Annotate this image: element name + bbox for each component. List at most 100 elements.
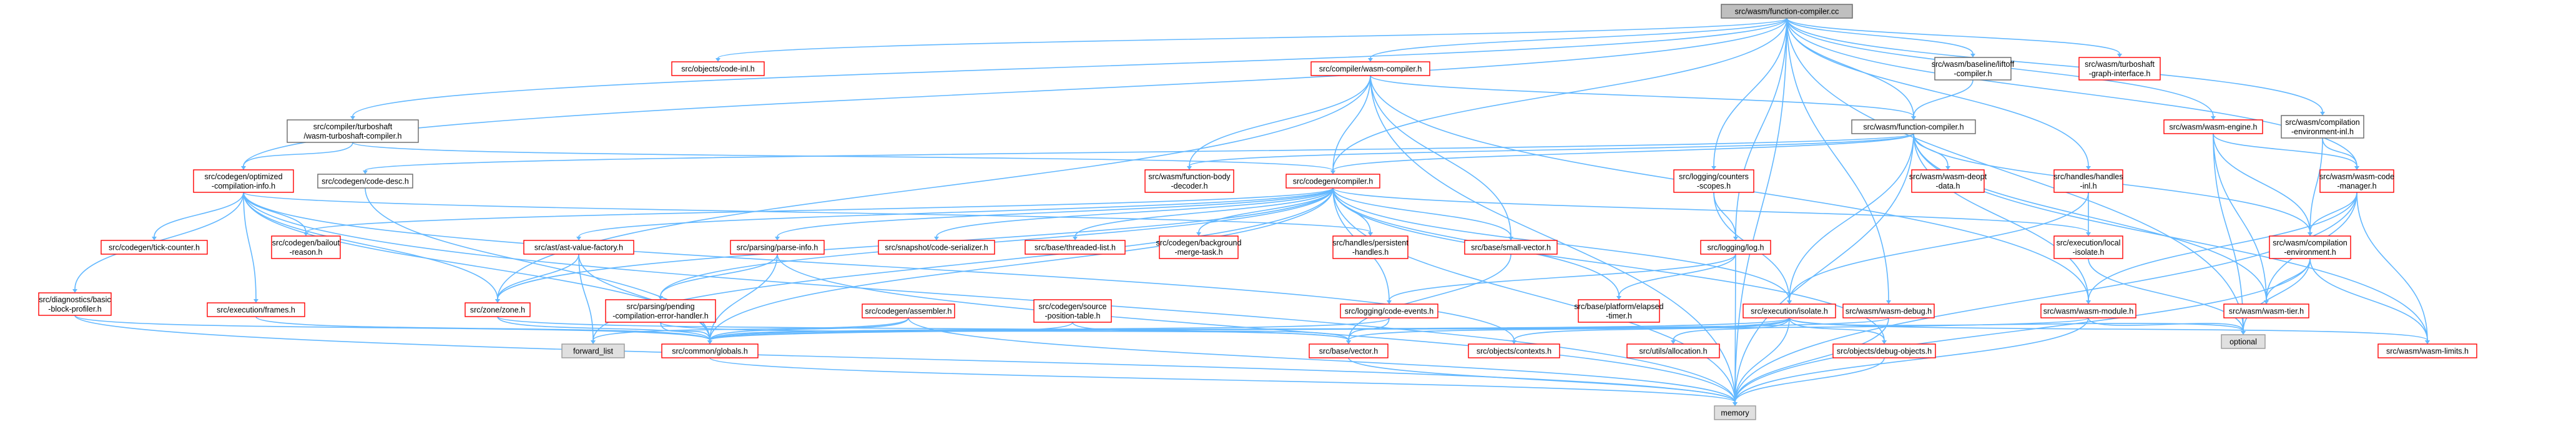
- edge-wasm-compilation-env-to-memory: [1734, 258, 2311, 403]
- node-src-wasm-wasm-limits-h[interactable]: src/wasm/wasm-limits.h: [2377, 343, 2477, 358]
- node-label: src/base/vector.h: [1319, 347, 1379, 355]
- node-src-logging-log-h[interactable]: src/logging/log.h: [1700, 240, 1771, 255]
- node-label: -merge-task.h: [1174, 248, 1222, 257]
- edge-wasm-function-compiler-to-execution-isolate: [1789, 133, 1914, 301]
- node-src-compiler-wasm-compiler-h[interactable]: src/compiler/wasm-compiler.h: [1310, 61, 1430, 76]
- edge-root-to-handles-handles-inl: [1786, 17, 2089, 167]
- edge-logging-log-to-base-platform-elapsed: [1618, 254, 1736, 297]
- node-src-snapshot-code-serializer-h[interactable]: src/snapshot/code-serializer.h: [878, 240, 995, 255]
- edge-compiler-wasm-compiler-to-zone-zone: [497, 75, 1371, 300]
- node-src-logging-code-events-h[interactable]: src/logging/code-events.h: [1340, 303, 1438, 318]
- node-src-objects-debug-objects-h[interactable]: src/objects/debug-objects.h: [1832, 343, 1936, 358]
- edge-codegen-compiler-to-parsing-pending-comp: [660, 187, 1334, 297]
- node-box: [523, 240, 634, 255]
- node-label: src/execution/frames.h: [217, 305, 295, 314]
- edge-wasm-function-compiler-to-wasm-wasm-module: [1913, 133, 2089, 301]
- edge-wasm-engine-to-wasm-code-manager: [2213, 133, 2357, 167]
- node-label: -environment.h: [2284, 248, 2336, 257]
- node-src-wasm-compilation-environment-inl-h[interactable]: src/wasm/compilation-environment-inl.h: [2281, 115, 2364, 139]
- node-src-codegen-assembler-h[interactable]: src/codegen/assembler.h: [862, 303, 955, 318]
- node-src-base-small-vector-h[interactable]: src/base/small-vector.h: [1464, 240, 1558, 255]
- node-box: [1332, 235, 1408, 259]
- edge-execution-local-isolate-to-optional: [2088, 258, 2244, 332]
- edge-arrowhead: [495, 299, 500, 303]
- node-src-wasm-compilation-environment-h[interactable]: src/wasm/compilation-environment.h: [2269, 235, 2351, 259]
- node-src-wasm-wasm-tier-h[interactable]: src/wasm/wasm-tier.h: [2223, 303, 2309, 318]
- edge-root-to-logging-log: [1735, 17, 1787, 237]
- edge-codegen-optimized-comp-to-zone-zone: [243, 192, 498, 300]
- node-label: -compilation-error-handler.h: [612, 312, 709, 320]
- node-src-codegen-optimized-compilation-info-h[interactable]: src/codegen/optimized-compilation-info.h: [193, 169, 294, 193]
- node-src-execution-frames-h[interactable]: src/execution/frames.h: [207, 302, 305, 317]
- node-box: [862, 303, 955, 318]
- node-src-execution-isolate-h[interactable]: src/execution/isolate.h: [1743, 303, 1836, 318]
- node-src-wasm-wasm-deopt-data-h[interactable]: src/wasm/wasm-deopt-data.h: [1909, 169, 1987, 193]
- edge-wasm-compilation-env-to-wasm-wasm-tier: [2266, 258, 2311, 301]
- edge-arrowhead: [1733, 237, 1738, 240]
- node-src-compiler-turboshaft-wasm-turboshaft-compiler-h[interactable]: src/compiler/turboshaft/wasm-turboshaft-…: [287, 119, 419, 143]
- node-src-wasm-wasm-debug-h[interactable]: src/wasm/wasm-debug.h: [1842, 303, 1935, 318]
- node-src-codegen-code-desc-h[interactable]: src/codegen/code-desc.h: [317, 174, 413, 189]
- node-src-codegen-compiler-h[interactable]: src/codegen/compiler.h: [1286, 174, 1380, 189]
- node-box: [287, 119, 419, 143]
- edge-wasm-compilation-env-to-optional: [2243, 258, 2311, 332]
- node-box: [1310, 61, 1430, 76]
- node-src-wasm-wasm-code-manager-h[interactable]: src/wasm/wasm-code-manager.h: [2319, 169, 2394, 193]
- node-src-utils-allocation-h[interactable]: src/utils/allocation.h: [1626, 343, 1720, 358]
- node-box: [2269, 235, 2351, 259]
- node-src-objects-code-inl-h[interactable]: src/objects/code-inl.h: [671, 61, 765, 76]
- node-src-base-vector-h[interactable]: src/base/vector.h: [1309, 343, 1389, 358]
- node-src-zone-zone-h[interactable]: src/zone/zone.h: [465, 302, 531, 317]
- node-src-codegen-background-merge-task-h[interactable]: src/codegen/background-merge-task.h: [1156, 235, 1242, 259]
- edge-codegen-optimized-comp-to-execution-frames: [243, 192, 257, 300]
- node-src-diagnostics-basic-block-profiler-h[interactable]: src/diagnostics/basic-block-profiler.h: [38, 292, 112, 316]
- node-label: optional: [2229, 337, 2257, 346]
- node-src-objects-contexts-h[interactable]: src/objects/contexts.h: [1468, 343, 1560, 358]
- node-src-logging-counters-scopes-h[interactable]: src/logging/counters-scopes.h: [1673, 169, 1754, 193]
- node-src-parsing-parse-info-h[interactable]: src/parsing/parse-info.h: [730, 240, 825, 255]
- node-label: src/ast/ast-value-factory.h: [534, 243, 623, 252]
- node-src-handles-handles-inl-h[interactable]: src/handles/handles-inl.h: [2053, 169, 2123, 193]
- node-src-parsing-pending-compilation-error-handler-h[interactable]: src/parsing/pending-compilation-error-ha…: [605, 299, 716, 323]
- node-src-wasm-wasm-engine-h[interactable]: src/wasm/wasm-engine.h: [2163, 119, 2263, 134]
- node-label: -block-profiler.h: [48, 305, 101, 313]
- node-src-codegen-source-position-table-h[interactable]: src/codegen/source-position-table.h: [1033, 299, 1112, 323]
- node-src-wasm-wasm-module-h[interactable]: src/wasm/wasm-module.h: [2040, 303, 2136, 318]
- edge-arrowhead: [1187, 166, 1192, 170]
- node-box: [1911, 169, 1985, 193]
- nodes-layer: src/wasm/function-compiler.ccsrc/objects…: [38, 4, 2477, 420]
- node-label: src/wasm/baseline/liftoff: [1932, 60, 2015, 69]
- node-src-ast-ast-value-factory-h[interactable]: src/ast/ast-value-factory.h: [523, 240, 634, 255]
- edges-layer: [72, 17, 2430, 406]
- node-box: [465, 302, 531, 317]
- node-src-handles-persistent-handles-h[interactable]: src/handles/persistent-handles.h: [1332, 235, 1408, 259]
- edge-arrowhead: [72, 289, 77, 293]
- node-label: src/wasm/turboshaft: [2085, 60, 2155, 69]
- node-src-codegen-tick-counter-h[interactable]: src/codegen/tick-counter.h: [101, 240, 208, 255]
- node-src-common-globals-h[interactable]: src/common/globals.h: [661, 343, 759, 358]
- edge-arrowhead: [1671, 340, 1676, 344]
- edge-codegen-optimized-comp-to-handles-persistent: [243, 192, 1371, 233]
- node-box: [2281, 115, 2364, 139]
- node-src-base-platform-elapsed-timer-h[interactable]: src/base/platform/elapsed-timer.h: [1574, 299, 1664, 323]
- node-src-codegen-bailout-reason-h[interactable]: src/codegen/bailout-reason.h: [271, 235, 341, 259]
- node-box: [2078, 57, 2161, 81]
- edge-logging-log-to-logging-code-events: [1389, 254, 1736, 301]
- edge-root-to-wasm-wasm-debug: [1786, 17, 1889, 301]
- node-label: src/objects/code-inl.h: [681, 64, 754, 73]
- node-label: -scopes.h: [1697, 182, 1731, 190]
- node-label: src/zone/zone.h: [470, 305, 525, 314]
- node-label: src/base/small-vector.h: [1471, 243, 1551, 252]
- node-label: -isolate.h: [2073, 248, 2105, 257]
- node-src-base-threaded-list-h[interactable]: src/base/threaded-list.h: [1025, 240, 1126, 255]
- edge-root-to-wasm-compilation-env-inl: [1786, 17, 2323, 112]
- edge-wasm-wasm-module-to-memory: [1734, 317, 2089, 403]
- node-src-wasm-turboshaft-graph-interface-h[interactable]: src/wasm/turboshaft-graph-interface.h: [2078, 57, 2161, 81]
- node-src-execution-local-isolate-h[interactable]: src/execution/local-isolate.h: [2053, 235, 2123, 259]
- node-label: src/wasm/function-body: [1148, 172, 1231, 181]
- node-src-wasm-function-body-decoder-h[interactable]: src/wasm/function-body-decoder.h: [1144, 169, 1234, 193]
- edge-arrowhead: [1882, 340, 1887, 344]
- node-label: src/wasm/wasm-module.h: [2043, 307, 2134, 315]
- node-src-wasm-function-compiler-h[interactable]: src/wasm/function-compiler.h: [1851, 119, 1976, 134]
- node-src-wasm-baseline-liftoff-compiler-h[interactable]: src/wasm/baseline/liftoff-compiler.h: [1932, 57, 2015, 81]
